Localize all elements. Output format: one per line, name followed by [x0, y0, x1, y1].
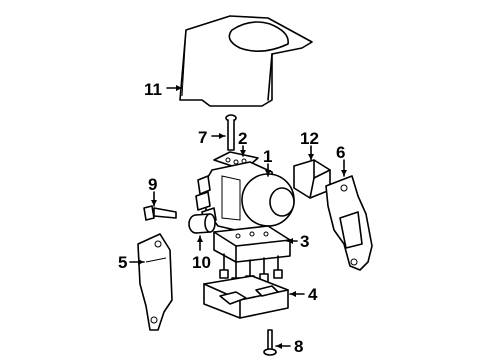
- part-9-bolt: [143, 205, 177, 221]
- callout-4: 4: [308, 285, 318, 304]
- callout-8: 8: [294, 337, 303, 356]
- callout-5: 5: [118, 253, 127, 272]
- callout-7: 7: [198, 128, 207, 147]
- callout-11: 11: [144, 80, 162, 99]
- part-11-cover: [179, 15, 313, 107]
- callout-1: 1: [263, 147, 272, 166]
- part-12-relay: [293, 159, 331, 199]
- callout-2: 2: [238, 129, 247, 148]
- callout-3: 3: [300, 232, 309, 251]
- callout-6: 6: [336, 143, 345, 162]
- part-6-bracket: [325, 175, 373, 271]
- part-8-bolt: [263, 329, 277, 356]
- part-5-bracket: [137, 233, 173, 331]
- part-10-bushing: [188, 213, 216, 234]
- leader-lines: [129, 85, 347, 349]
- callout-10: 10: [192, 253, 211, 272]
- part-4-control-module: [203, 275, 289, 319]
- part-1-modulator: [195, 161, 295, 233]
- callout-12: 12: [300, 129, 319, 148]
- part-7-bolt: [225, 114, 237, 151]
- callout-9: 9: [148, 175, 157, 194]
